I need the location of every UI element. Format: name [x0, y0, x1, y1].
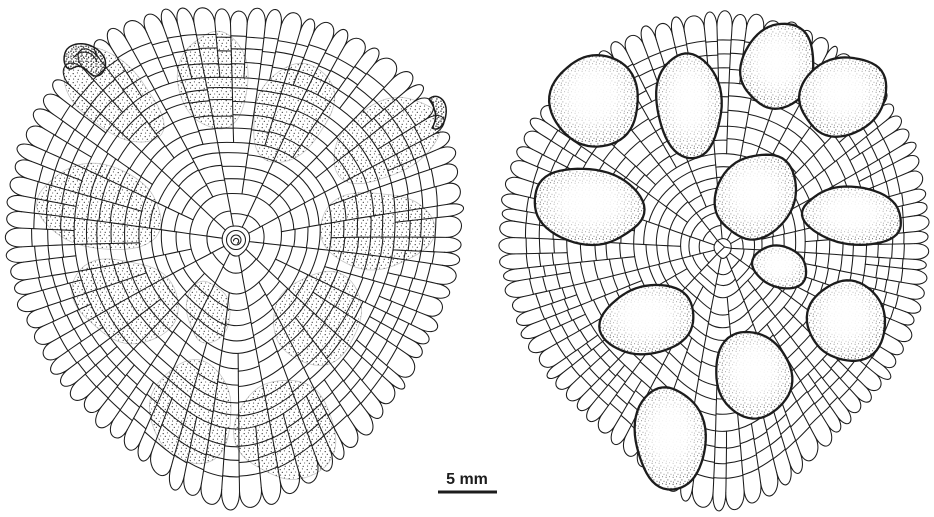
scale-bar-label: 5 mm	[446, 471, 488, 488]
